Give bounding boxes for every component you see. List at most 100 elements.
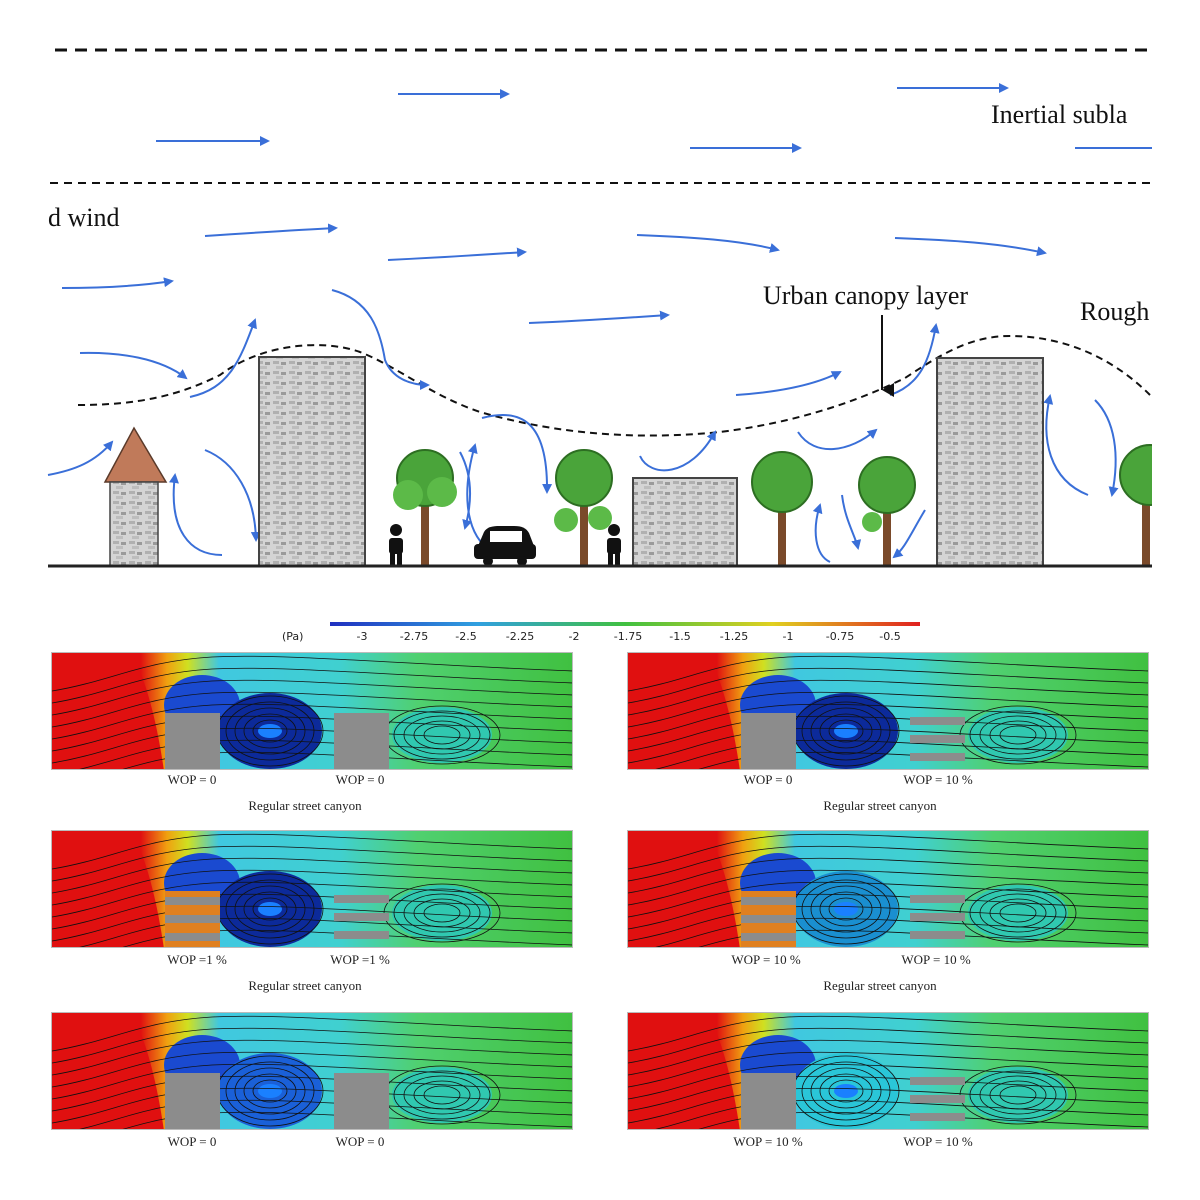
porous-slat <box>165 933 220 941</box>
vortex-streamline <box>252 897 288 921</box>
inertial-wind-arrows <box>156 83 1009 153</box>
vortex-streamline <box>801 701 891 761</box>
vortex-streamline <box>828 897 864 921</box>
vortex-streamline <box>225 1061 315 1121</box>
roughness-wind-arrows <box>61 223 1047 398</box>
porous-slat <box>741 915 796 923</box>
person-2 <box>607 524 621 566</box>
wop-caption-left: WOP = 0 <box>167 1134 217 1149</box>
streamline <box>52 1063 572 1100</box>
vortex-streamline <box>819 713 873 749</box>
streamline <box>655 739 1148 769</box>
small-house <box>103 426 168 567</box>
colorbar-tick: -2.75 <box>399 630 429 643</box>
streamline <box>628 1015 1148 1052</box>
colorbar-tick: -2.5 <box>455 630 477 643</box>
streamline <box>628 655 1148 692</box>
colorbar-tick: -1 <box>782 630 794 643</box>
streamline <box>628 857 1148 894</box>
wake-streamline <box>969 1070 1067 1120</box>
vortex-streamline <box>243 713 297 749</box>
downstream-building <box>334 713 389 769</box>
cfd-panel <box>627 652 1149 770</box>
wake-streamline <box>999 1085 1037 1105</box>
vortex-core <box>258 1084 282 1098</box>
pressure-field <box>628 653 1148 769</box>
wake-streamline <box>413 898 471 928</box>
streamline <box>628 845 1148 882</box>
panel-subtitle: Regular street canyon <box>248 798 362 813</box>
pressure-colorbar: (Pa) -3 -2.75 -2.5 -2.25 -2 -1.75 -1.5 -… <box>270 618 930 648</box>
canyon-recirculation-arrows <box>47 394 1119 563</box>
streamline <box>628 869 1148 906</box>
wake-streamline <box>423 1085 461 1105</box>
wake-streamline <box>393 888 491 938</box>
streamline <box>698 1111 1148 1129</box>
vortex-streamline <box>243 891 297 927</box>
streamline <box>52 881 572 918</box>
streamline <box>628 727 1148 764</box>
vortex-streamline <box>252 1079 288 1103</box>
wake-streamline <box>413 1080 471 1110</box>
pressure-field <box>52 1013 572 1129</box>
panel-subtitle: Regular street canyon <box>823 798 937 813</box>
porous-slat <box>741 933 796 941</box>
wop-caption-right: WOP = 0 <box>335 772 385 787</box>
colorbar-tick: -0.75 <box>825 630 855 643</box>
vortex-core <box>258 902 282 916</box>
colorbar-unit: (Pa) <box>282 630 304 643</box>
cfd-panel <box>627 830 1149 948</box>
wake-streamline <box>989 1080 1047 1110</box>
panel-subtitle: Regular street canyon <box>823 978 937 993</box>
streamline <box>79 917 572 947</box>
wop-caption-left: WOP =1 % <box>167 952 227 967</box>
streamline <box>52 905 572 942</box>
wake-streamline <box>403 715 481 755</box>
tree-4 <box>858 456 916 566</box>
pressure-field <box>52 831 572 947</box>
wop-caption-right: WOP = 10 % <box>901 952 971 967</box>
porous-slat <box>910 753 965 761</box>
streamline <box>79 739 572 769</box>
streamline <box>628 715 1148 752</box>
cfd-panel <box>627 1012 1149 1130</box>
wop-caption-left: WOP = 0 <box>167 772 217 787</box>
urban-canopy-layer-label: Urban canopy layer <box>763 281 969 310</box>
tree-1 <box>393 449 457 566</box>
upstream-building <box>741 713 796 769</box>
colorbar-tick: -0.5 <box>879 630 901 643</box>
streamline <box>628 833 1148 870</box>
wake-streamline <box>423 903 461 923</box>
porous-slat <box>334 913 389 921</box>
streamline <box>122 929 572 947</box>
vortex-streamline <box>819 891 873 927</box>
porous-slat <box>910 717 965 725</box>
streamline <box>52 691 572 728</box>
streamline <box>52 715 572 752</box>
cfd-panel <box>51 830 573 948</box>
colorbar-tick: -1.5 <box>669 630 691 643</box>
streamline <box>628 881 1148 918</box>
vortex-streamline <box>243 1073 297 1109</box>
streamline <box>52 893 572 930</box>
wake-streamline <box>979 1075 1057 1115</box>
streamline <box>52 845 572 882</box>
wop-caption-left: WOP = 10 % <box>731 952 801 967</box>
cfd-panel <box>51 652 573 770</box>
vortex-streamline <box>810 885 882 933</box>
porous-slat <box>910 1077 965 1085</box>
porous-slat <box>910 1095 965 1103</box>
vortex-core <box>834 724 858 738</box>
streamline <box>628 1075 1148 1112</box>
vortex-streamline <box>828 1079 864 1103</box>
wake-streamline <box>393 710 491 760</box>
porous-slat <box>910 895 965 903</box>
streamline <box>52 857 572 894</box>
porous-slat <box>910 931 965 939</box>
streamline <box>628 703 1148 740</box>
low-building-middle <box>632 477 738 567</box>
streamline <box>52 727 572 764</box>
colorbar-tick: -3 <box>356 630 368 643</box>
upstream-building <box>165 1073 220 1129</box>
vortex-streamline <box>819 1073 873 1109</box>
